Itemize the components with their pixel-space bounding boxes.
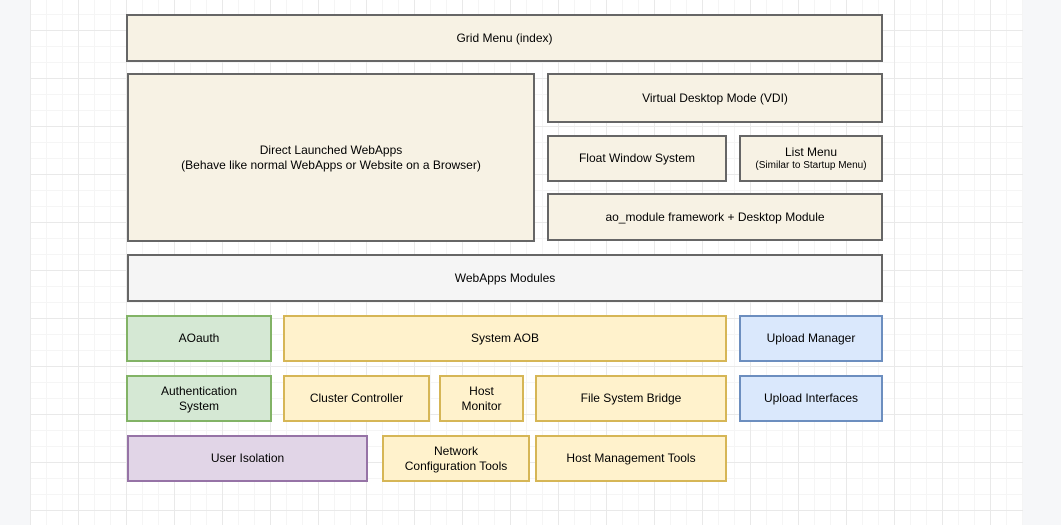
box-upload-interfaces[interactable]: Upload Interfaces — [739, 375, 883, 422]
box-cluster-controller[interactable]: Cluster Controller — [283, 375, 430, 422]
box-label: Cluster Controller — [310, 391, 403, 406]
box-label: List Menu — [785, 145, 837, 160]
box-label: Virtual Desktop Mode (VDI) — [642, 91, 788, 106]
box-grid-menu[interactable]: Grid Menu (index) — [126, 14, 883, 62]
box-label: Upload Interfaces — [764, 391, 858, 406]
box-label-line2: Monitor — [461, 399, 501, 414]
box-user-isolation[interactable]: User Isolation — [127, 435, 368, 482]
box-label-line2: Configuration Tools — [405, 459, 508, 474]
box-direct-launched-webapps[interactable]: Direct Launched WebApps (Behave like nor… — [127, 73, 535, 242]
box-label: Grid Menu (index) — [456, 31, 552, 46]
box-label: System AOB — [471, 331, 539, 346]
box-sublabel: (Similar to Startup Menu) — [755, 160, 866, 173]
box-list-menu[interactable]: List Menu (Similar to Startup Menu) — [739, 135, 883, 182]
box-label: Host — [469, 384, 494, 399]
box-label: Host Management Tools — [566, 451, 695, 466]
box-label: Upload Manager — [767, 331, 856, 346]
box-label-line2: System — [179, 399, 219, 414]
box-upload-manager[interactable]: Upload Manager — [739, 315, 883, 362]
box-label: Float Window System — [579, 151, 695, 166]
box-virtual-desktop-mode[interactable]: Virtual Desktop Mode (VDI) — [547, 73, 883, 123]
box-ao-module-framework[interactable]: ao_module framework + Desktop Module — [547, 193, 883, 241]
box-system-aob[interactable]: System AOB — [283, 315, 727, 362]
box-label: File System Bridge — [581, 391, 682, 406]
box-label: User Isolation — [211, 451, 284, 466]
box-file-system-bridge[interactable]: File System Bridge — [535, 375, 727, 422]
box-network-configuration-tools[interactable]: Network Configuration Tools — [382, 435, 530, 482]
box-aoauth[interactable]: AOauth — [126, 315, 272, 362]
box-host-management-tools[interactable]: Host Management Tools — [535, 435, 727, 482]
box-label: ao_module framework + Desktop Module — [605, 210, 824, 225]
box-host-monitor[interactable]: Host Monitor — [439, 375, 524, 422]
box-label: Network — [434, 444, 478, 459]
box-label-line2: (Behave like normal WebApps or Website o… — [181, 158, 481, 173]
box-float-window-system[interactable]: Float Window System — [547, 135, 727, 182]
box-label: AOauth — [179, 331, 220, 346]
box-webapps-modules[interactable]: WebApps Modules — [127, 254, 883, 302]
box-label: Direct Launched WebApps — [260, 143, 403, 158]
box-label: Authentication — [161, 384, 237, 399]
box-authentication-system[interactable]: Authentication System — [126, 375, 272, 422]
box-label: WebApps Modules — [455, 271, 556, 286]
